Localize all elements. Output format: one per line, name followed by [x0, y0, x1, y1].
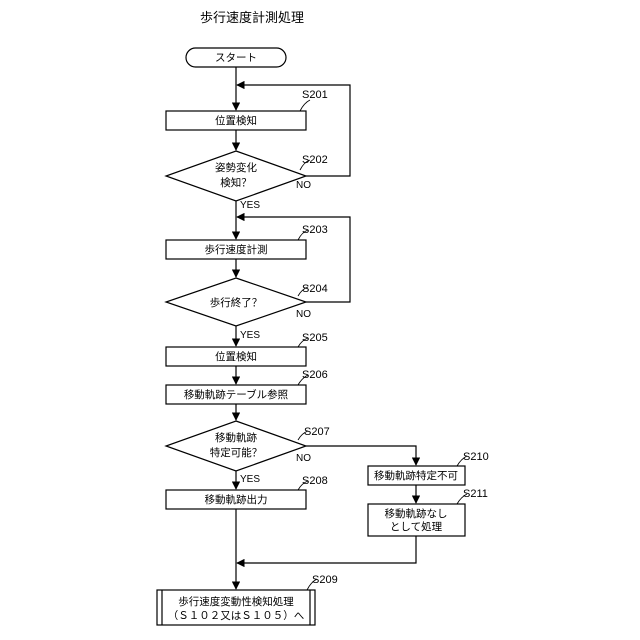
no-label-s204: NO: [296, 309, 311, 320]
arrow-s207-s210: [306, 446, 416, 465]
diagram-title: 歩行速度計測処理: [200, 10, 304, 26]
step-s201-label: 位置検知: [215, 114, 257, 127]
step-s208-label: 移動軌跡出力: [205, 493, 268, 506]
step-s203-label: 歩行速度計測: [205, 243, 268, 256]
step-s205-label: 位置検知: [215, 350, 257, 363]
leader-s201: [300, 100, 310, 111]
step-id-s207: S207: [304, 426, 330, 438]
decision-s202-line2: 検知？: [220, 176, 252, 189]
step-s210-label: 移動軌跡特定不可: [374, 469, 458, 482]
decision-s202-line1: 姿勢変化: [215, 161, 257, 174]
step-s211-line1: 移動軌跡なし: [385, 507, 448, 520]
yes-label-s207: YES: [240, 474, 260, 485]
step-id-s201: S201: [302, 89, 328, 101]
step-id-s206: S206: [302, 369, 328, 381]
no-label-s207: NO: [296, 453, 311, 464]
step-id-s211: S211: [463, 488, 488, 500]
step-s206-label: 移動軌跡テーブル参照: [184, 388, 289, 401]
step-s209-line1: 歩行速度変動性検知処理: [178, 595, 294, 608]
decision-s204-label: 歩行終了？: [210, 296, 263, 309]
decision-s207-line1: 移動軌跡: [215, 431, 257, 444]
start-label: スタート: [215, 52, 257, 64]
decision-s207: [166, 421, 306, 471]
no-label-s202: NO: [296, 180, 311, 191]
step-id-s208: S208: [302, 475, 328, 487]
step-id-s204: S204: [302, 283, 328, 295]
step-s209-line2: （Ｓ１０２又はＳ１０５）へ: [168, 610, 305, 622]
yes-label-s202: YES: [240, 200, 260, 211]
step-id-s203: S203: [302, 224, 328, 236]
step-id-s202: S202: [302, 154, 328, 166]
step-id-s205: S205: [302, 332, 328, 344]
yes-label-s204: YES: [240, 330, 260, 341]
arrow-s211-merge: [237, 536, 416, 563]
step-id-s209: S209: [312, 574, 338, 586]
step-s211-line2: として処理: [390, 520, 443, 533]
decision-s207-line2: 特定可能？: [210, 446, 263, 459]
decision-s202: [166, 151, 306, 201]
step-id-s210: S210: [463, 451, 489, 463]
